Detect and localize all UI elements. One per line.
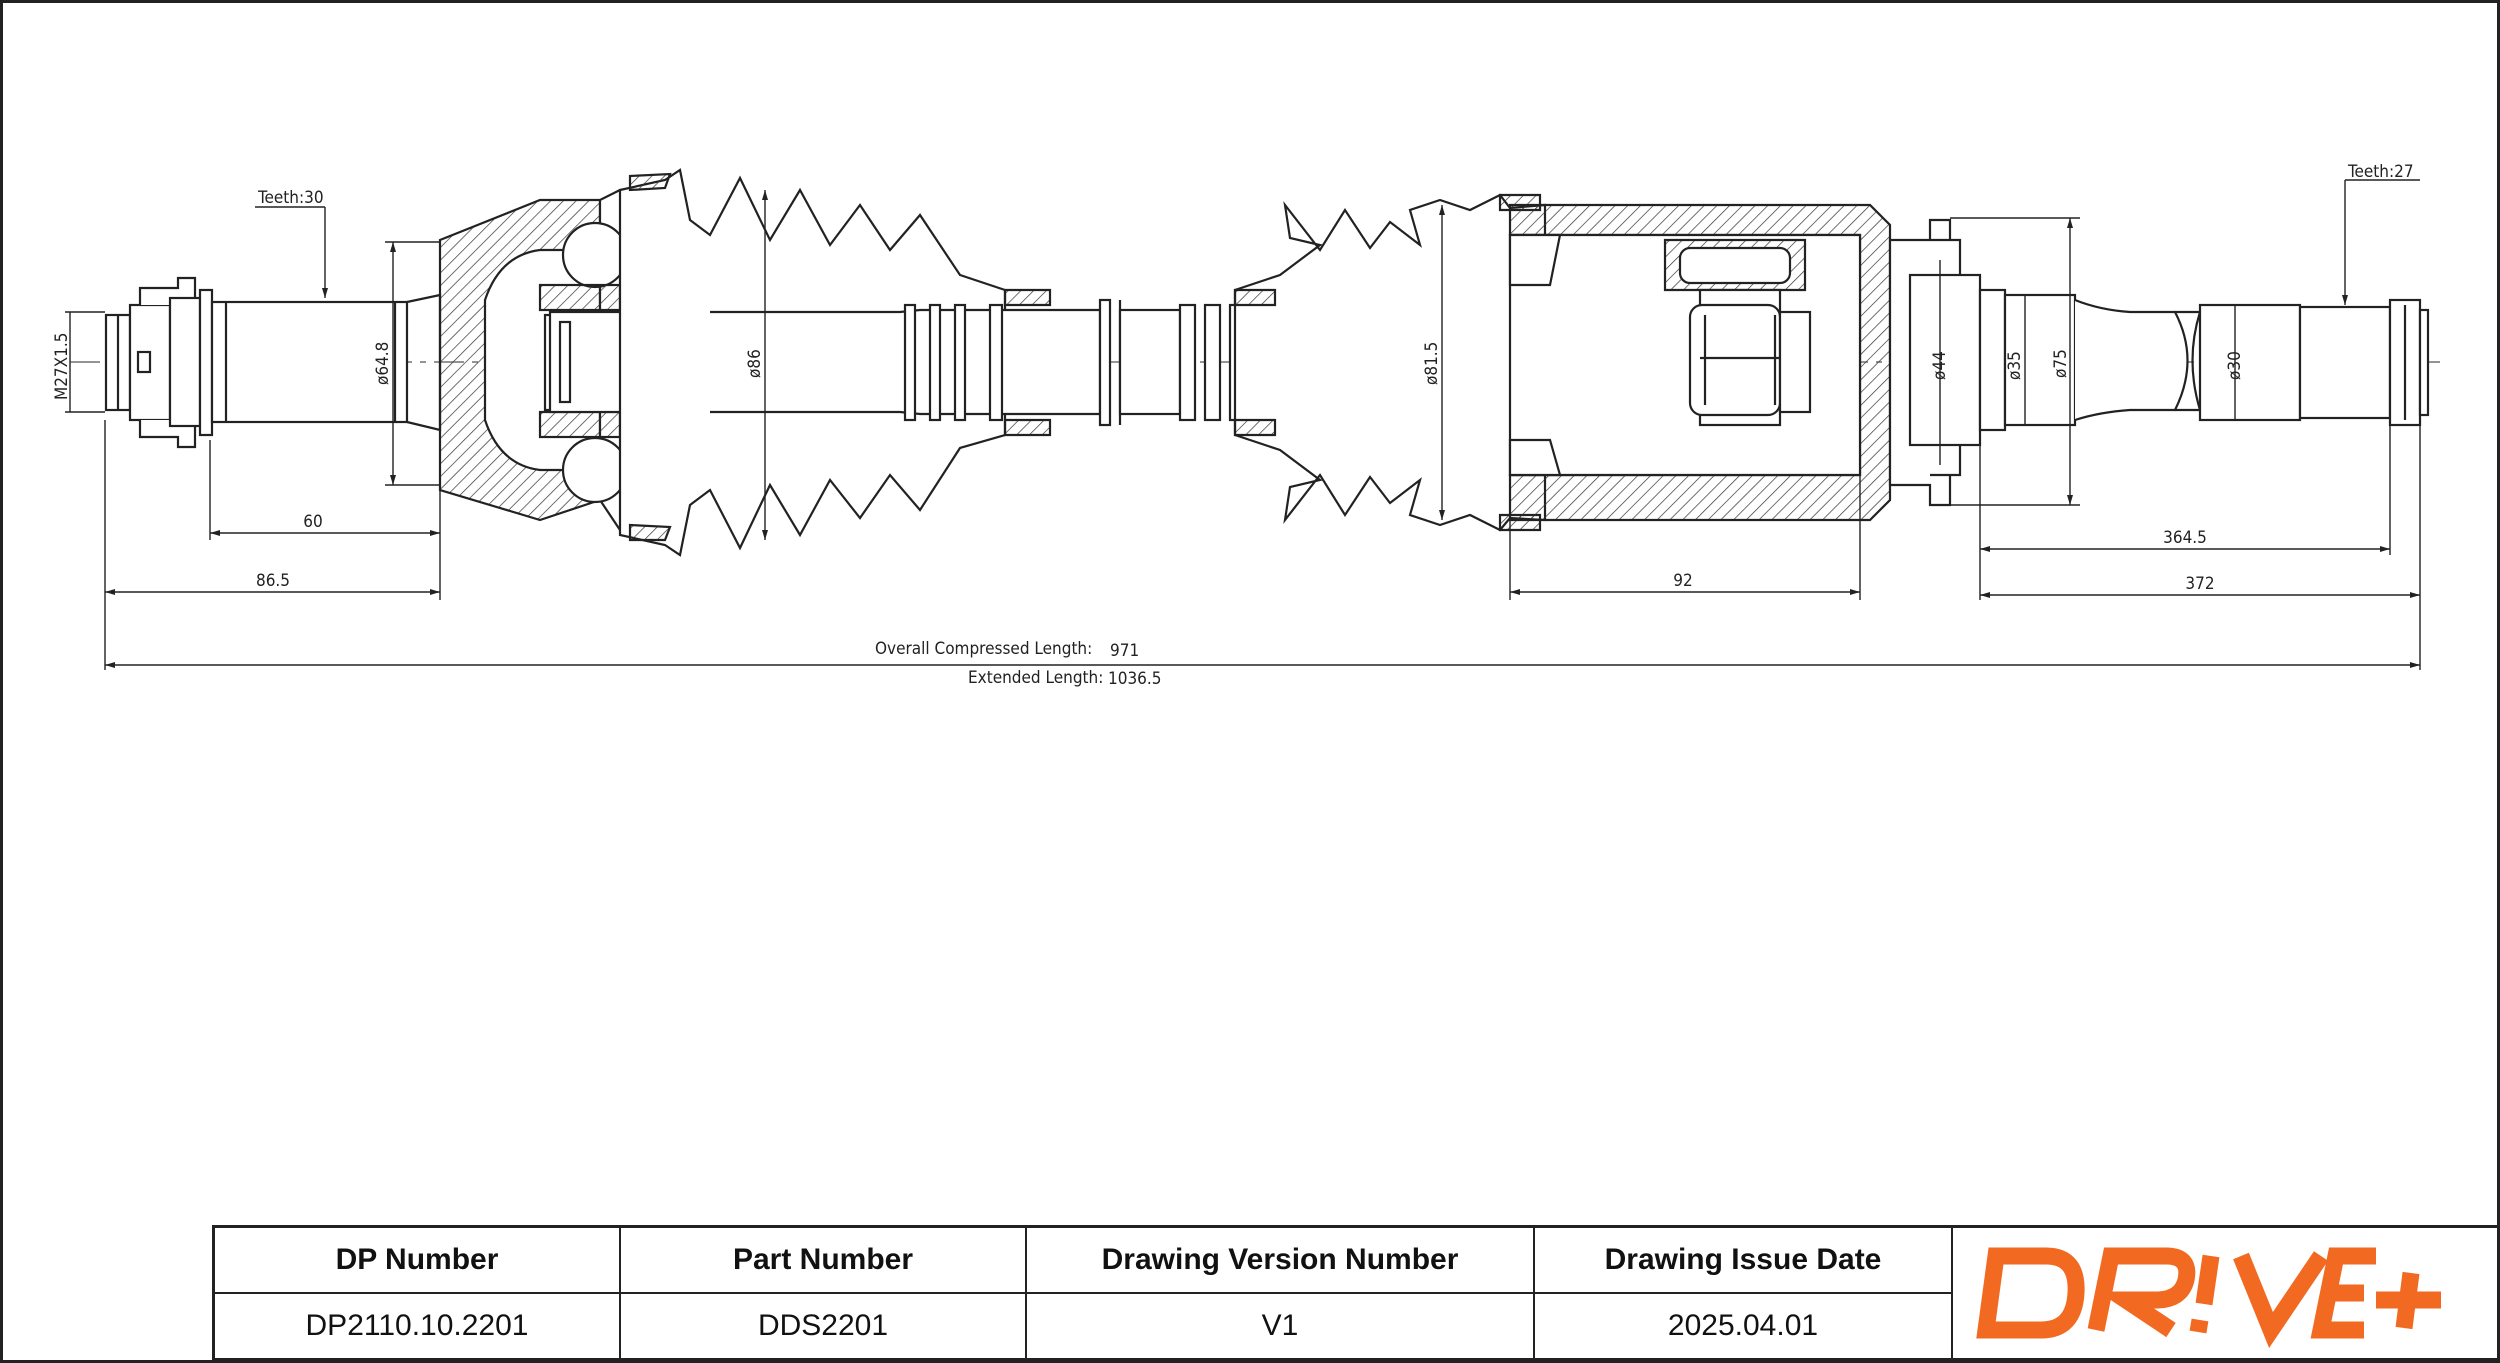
brand-logo <box>1953 1228 2498 1358</box>
diameter-shaft-label: ø35 <box>2005 351 2025 380</box>
driveshaft-drawing <box>104 168 2430 557</box>
dp-number-column: DP Number DP2110.10.2201 <box>215 1228 621 1358</box>
diameter-boot-inner-label: ø81.5 <box>1422 342 1442 385</box>
part-number-label: Part Number <box>621 1228 1025 1294</box>
drawing-version-column: Drawing Version Number V1 <box>1027 1228 1535 1358</box>
extended-length-label: Extended Length: <box>968 668 1103 688</box>
teeth-right-label: Teeth:27 <box>2347 162 2414 182</box>
title-block: DP Number DP2110.10.2201 Part Number DDS… <box>212 1225 2498 1361</box>
length-60-label: 60 <box>303 512 322 532</box>
dimension-labels: Teeth:30 Teeth:27 M27X1.5 ø64.8 ø86 ø81.… <box>52 162 2414 689</box>
left-spline-shaft <box>210 293 442 432</box>
issue-date-value: 2025.04.01 <box>1667 1309 1819 1342</box>
part-number-column: Part Number DDS2201 <box>621 1228 1027 1358</box>
length-364-5-label: 364.5 <box>2163 528 2207 548</box>
left-threaded-stub <box>104 276 214 449</box>
dp-number-label: DP Number <box>215 1228 619 1294</box>
right-flange-shaft <box>1888 218 2430 507</box>
extended-length-value: 1036.5 <box>1108 669 1162 689</box>
teeth-left-label: Teeth:30 <box>257 188 324 208</box>
overall-compressed-value: 971 <box>1110 641 1139 661</box>
arrowheads <box>105 190 2420 668</box>
length-372-label: 372 <box>2185 574 2214 594</box>
issue-date-label: Drawing Issue Date <box>1535 1228 1951 1294</box>
right-inner-joint-housing <box>1508 203 1892 522</box>
diameter-boot-outer-label: ø86 <box>745 349 765 378</box>
thread-label: M27X1.5 <box>52 333 72 400</box>
right-boot <box>1233 193 1547 532</box>
diameter-spline-right-label: ø30 <box>2225 351 2245 380</box>
issue-date-column: Drawing Issue Date 2025.04.01 <box>1535 1228 1953 1358</box>
overall-compressed-label: Overall Compressed Length: <box>875 639 1092 659</box>
drive-logo-icon <box>1975 1247 2441 1348</box>
diameter-flange-outer-label: ø75 <box>2051 349 2071 378</box>
diameter-outer-joint-label: ø64.8 <box>373 342 393 385</box>
dp-number-value: DP2110.10.2201 <box>305 1309 529 1342</box>
part-number-value: DDS2201 <box>757 1309 889 1342</box>
length-92-label: 92 <box>1673 571 1692 591</box>
drawing-version-label: Drawing Version Number <box>1027 1228 1533 1294</box>
diameter-flange-label: ø44 <box>1930 351 1950 380</box>
drawing-version-value: V1 <box>1261 1309 1299 1342</box>
dimension-lines <box>65 179 2421 670</box>
length-86-5-label: 86.5 <box>256 571 290 591</box>
